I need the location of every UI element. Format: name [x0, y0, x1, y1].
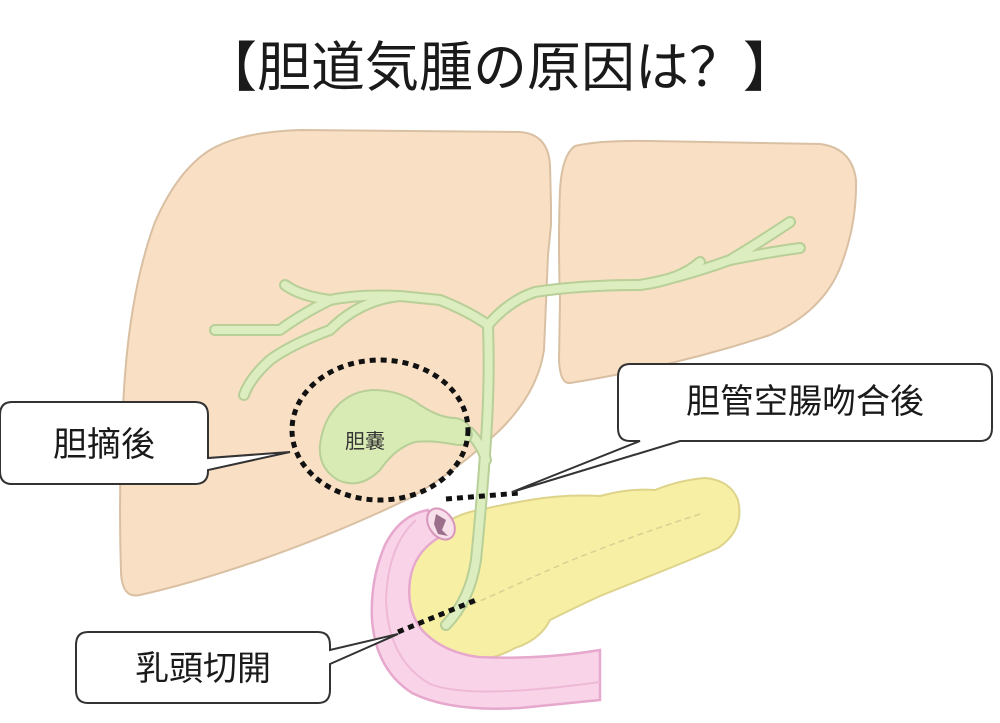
- callout-biliary-anastomosis-text: 胆管空腸吻合後: [686, 382, 924, 422]
- callout-papillotomy: [75, 631, 399, 704]
- callout-biliary-anastomosis: [511, 363, 993, 493]
- papillotomy-dotted-line: [397, 597, 477, 635]
- bile-duct-tree: [209, 216, 806, 631]
- callout-cholecystectomy: [0, 401, 291, 485]
- duodenum-inner-line: [384, 519, 601, 693]
- duodenum-opening-lumen: [434, 514, 448, 536]
- pancreas: [402, 476, 741, 664]
- diagram-title: 【胆道気腫の原因は？】: [203, 36, 797, 99]
- gallbladder: [318, 388, 474, 485]
- anastomosis-dotted-line: [445, 490, 521, 502]
- callout-cholecystectomy-text: 胆摘後: [53, 425, 155, 465]
- callout-papillotomy-text: 乳頭切開: [135, 649, 271, 689]
- liver-right-lobe: [119, 128, 552, 597]
- pancreatic-duct: [459, 513, 701, 611]
- cholecystectomy-dotted-circle: [289, 357, 471, 503]
- duodenum: [370, 508, 602, 710]
- gallbladder-label: 胆嚢: [345, 429, 385, 453]
